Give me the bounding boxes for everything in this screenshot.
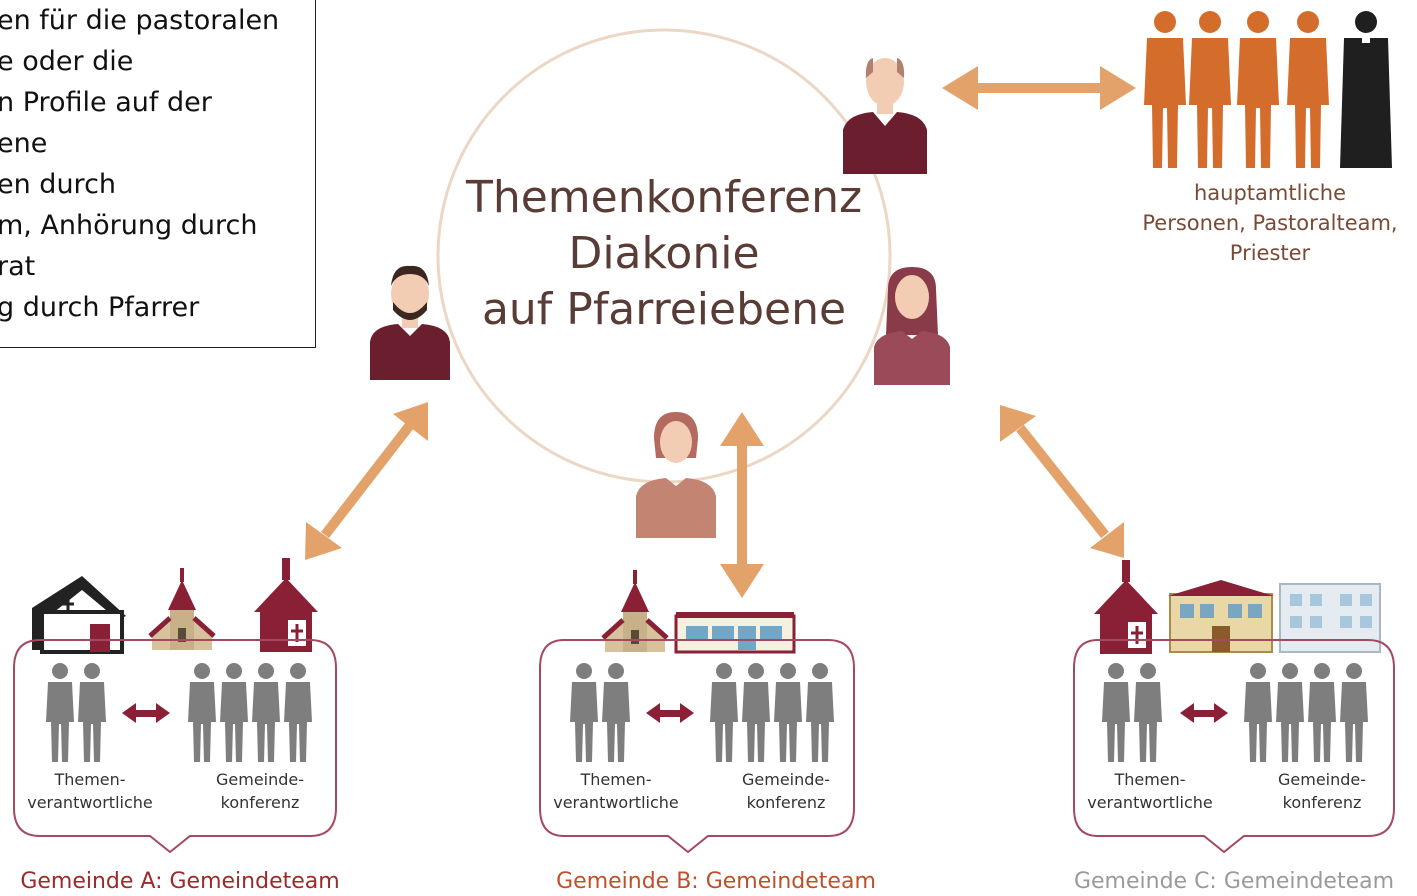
exchange-arrow-icon bbox=[1180, 703, 1228, 723]
gray-person-icon bbox=[774, 663, 802, 762]
chapel-icon bbox=[252, 556, 320, 654]
community-title: Gemeinde A: Gemeindeteam bbox=[20, 869, 339, 894]
gray-person-icon bbox=[252, 663, 280, 762]
community-bubble bbox=[539, 639, 855, 854]
left-label-1: Themen- bbox=[1113, 770, 1185, 789]
man-bald-icon bbox=[843, 58, 927, 174]
staff-person-icon bbox=[1144, 11, 1186, 168]
right-label-1: Gemeinde- bbox=[742, 770, 830, 789]
woman-long-hair-icon bbox=[874, 267, 950, 385]
info-line-1: en für die pastoralen bbox=[0, 5, 280, 36]
staff-label-1: hauptamtliche bbox=[1194, 181, 1346, 205]
gray-person-icon bbox=[1102, 663, 1130, 762]
staff-group bbox=[1144, 11, 1392, 168]
arrow-community-a bbox=[305, 402, 428, 560]
arrow-staff bbox=[942, 66, 1136, 110]
left-label-1: Themen- bbox=[579, 770, 651, 789]
gray-person-icon bbox=[188, 663, 216, 762]
center-title-line-2: Diakonie bbox=[568, 228, 759, 279]
info-line-7: rat bbox=[0, 251, 36, 282]
staff-person-icon bbox=[1189, 11, 1231, 168]
community-bubble bbox=[1073, 639, 1395, 854]
info-line-8: g durch Pfarrer bbox=[0, 292, 200, 323]
left-label-2: verantwortliche bbox=[27, 793, 153, 812]
staff-label-3: Priester bbox=[1230, 241, 1311, 265]
gray-person-icon bbox=[46, 663, 74, 762]
info-line-6: m, Anhörung durch bbox=[0, 210, 258, 241]
right-label-1: Gemeinde- bbox=[216, 770, 304, 789]
info-line-3: n Profile auf der bbox=[0, 87, 212, 118]
left-label-2: verantwortliche bbox=[553, 793, 679, 812]
arrow-community-b bbox=[720, 412, 764, 598]
center-title-line-1: Themenkonferenz bbox=[465, 172, 862, 223]
gray-person-icon bbox=[284, 663, 312, 762]
info-box: en für die pastoralen e oder die n Profi… bbox=[0, 0, 316, 348]
info-line-2: e oder die bbox=[0, 46, 134, 77]
gray-person-icon bbox=[1308, 663, 1336, 762]
gray-person-icon bbox=[1276, 663, 1304, 762]
left-label-2: verantwortliche bbox=[1087, 793, 1213, 812]
right-label-2: konferenz bbox=[221, 793, 300, 812]
info-line-4: ene bbox=[0, 128, 48, 159]
gray-person-icon bbox=[710, 663, 738, 762]
woman-short-hair-icon bbox=[636, 412, 716, 538]
gray-person-icon bbox=[602, 663, 630, 762]
community-title: Gemeinde B: Gemeindeteam bbox=[556, 869, 876, 894]
staff-person-icon bbox=[1287, 11, 1329, 168]
right-label-2: konferenz bbox=[747, 793, 826, 812]
gray-person-icon bbox=[742, 663, 770, 762]
man-beard-icon bbox=[370, 265, 450, 380]
center-title-line-3: auf Pfarreiebene bbox=[482, 284, 846, 335]
arrow-community-c bbox=[1000, 405, 1124, 558]
community-c: Themen- verantwortliche Gemeinde- konfer… bbox=[1073, 558, 1395, 894]
apartment-building-icon bbox=[1279, 583, 1381, 653]
info-line-5: en durch bbox=[0, 169, 117, 200]
school-building-icon bbox=[1168, 580, 1274, 653]
gray-person-icon bbox=[1244, 663, 1272, 762]
gray-person-icon bbox=[220, 663, 248, 762]
left-label-1: Themen- bbox=[53, 770, 125, 789]
gray-person-icon bbox=[78, 663, 106, 762]
staff-person-icon bbox=[1237, 11, 1279, 168]
gray-person-icon bbox=[1340, 663, 1368, 762]
priest-icon bbox=[1340, 11, 1392, 168]
exchange-arrow-icon bbox=[122, 703, 170, 723]
community-title: Gemeinde C: Gemeindeteam bbox=[1074, 869, 1394, 894]
school-building-icon bbox=[674, 612, 796, 654]
community-b: Themen- verantwortliche Gemeinde- konfer… bbox=[539, 570, 876, 894]
staff-label-2: Personen, Pastoralteam, bbox=[1142, 211, 1397, 235]
right-label-1: Gemeinde- bbox=[1278, 770, 1366, 789]
exchange-arrow-icon bbox=[646, 703, 694, 723]
gray-person-icon bbox=[806, 663, 834, 762]
right-label-2: konferenz bbox=[1283, 793, 1362, 812]
gray-person-icon bbox=[570, 663, 598, 762]
church-icon bbox=[150, 568, 214, 650]
gray-person-icon bbox=[1134, 663, 1162, 762]
community-a: Themen- verantwortliche Gemeinde- konfer… bbox=[13, 556, 340, 894]
church-icon bbox=[32, 576, 126, 654]
community-bubble bbox=[13, 639, 337, 854]
